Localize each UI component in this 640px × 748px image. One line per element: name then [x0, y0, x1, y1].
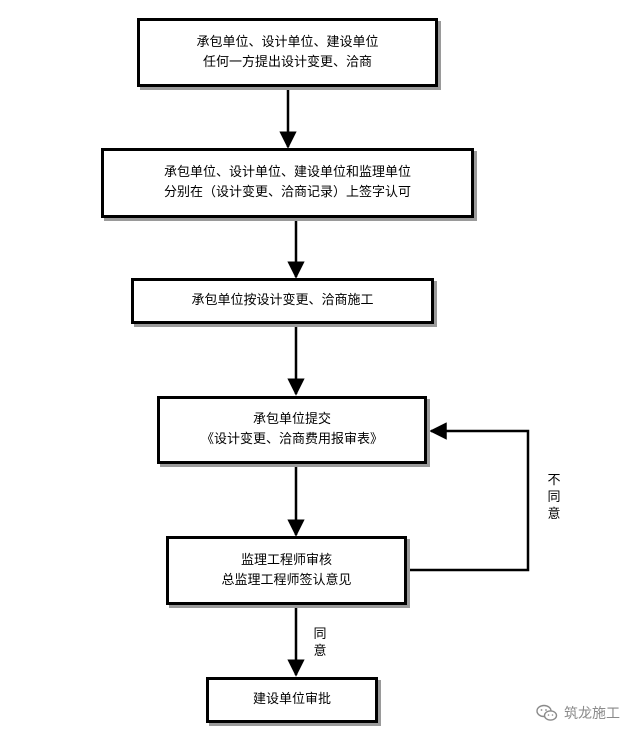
feedback-loop-disagree: [407, 422, 530, 572]
step2-line1: 承包单位、设计单位、建设单位和监理单位: [163, 165, 411, 180]
step5-line2: 总监理工程师签认意见: [221, 572, 352, 588]
step6-line1: 建设单位审批: [252, 692, 331, 707]
step2-line2: 分别在（设计变更、洽商记录）上签字认可: [163, 185, 411, 200]
label-agree: 同意: [313, 627, 327, 659]
wechat-icon: [536, 704, 558, 721]
step5-line1: 监理工程师审核: [240, 552, 332, 568]
step-sign-record: 承包单位、设计单位、建设单位和监理单位 分别在（设计变更、洽商记录）上签字认可: [101, 148, 474, 218]
step1-line2: 任何一方提出设计变更、洽商: [202, 54, 372, 70]
watermark: 筑龙施工: [536, 703, 620, 723]
step4-line1: 承包单位提交: [252, 412, 331, 427]
step1-line1: 承包单位、设计单位、建设单位: [196, 34, 379, 50]
step-propose-change: 承包单位、设计单位、建设单位 任何一方提出设计变更、洽商: [137, 18, 438, 87]
step-construct: 承包单位按设计变更、洽商施工: [131, 278, 434, 324]
watermark-text: 筑龙施工: [564, 706, 620, 722]
step3-line1: 承包单位按设计变更、洽商施工: [191, 293, 374, 308]
step-submit-cost-form: 承包单位提交 《设计变更、洽商费用报审表》: [157, 396, 427, 464]
step4-line2: 《设计变更、洽商费用报审表》: [200, 432, 383, 447]
label-disagree: 不同意: [547, 473, 561, 522]
step-owner-approval: 建设单位审批: [206, 677, 378, 723]
step-supervisor-review: 监理工程师审核 总监理工程师签认意见: [166, 536, 407, 605]
